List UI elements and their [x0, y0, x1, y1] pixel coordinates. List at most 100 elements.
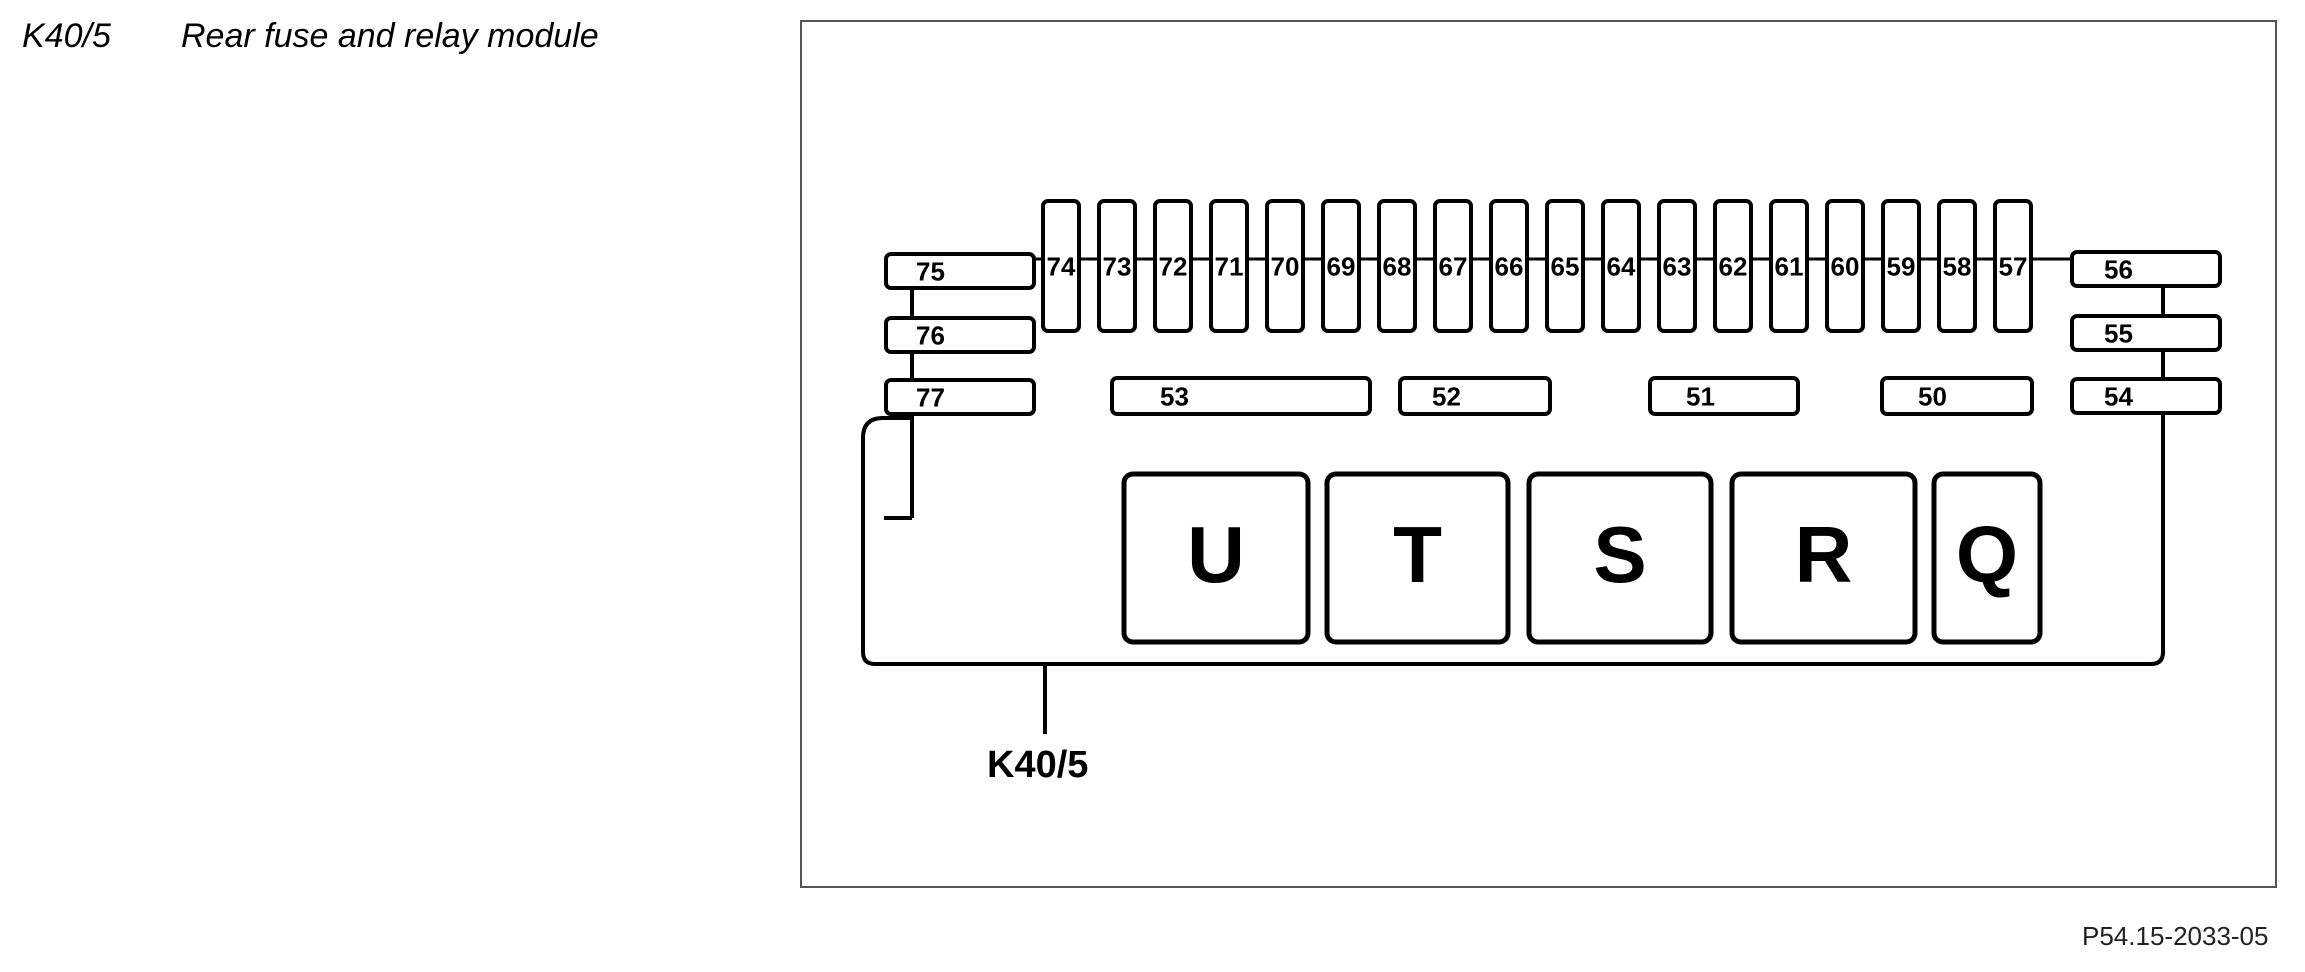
fuse-64: 64 — [1601, 199, 1641, 333]
fuse-60-outline — [1825, 199, 1865, 333]
fuse-63-outline — [1657, 199, 1697, 333]
fuse-56-outline — [2070, 250, 2222, 288]
fuse-73-label: 73 — [1103, 251, 1132, 281]
fuses-top-row: 74 73 72 71 70 69 68 67 66 65 64 63 62 61 60 59 58 57 — [1041, 199, 2033, 333]
fuses-right-column: 56 55 54 — [2070, 250, 2222, 527]
relay-U: U — [1121, 471, 1311, 645]
fuse-73-outline — [1097, 199, 1137, 333]
fuse-63: 63 — [1657, 199, 1697, 333]
fuse-59-outline — [1881, 199, 1921, 333]
fuse-58-label: 58 — [1943, 251, 1972, 281]
fuse-50: 50 — [1880, 376, 2034, 416]
relay-T: T — [1324, 471, 1511, 645]
fuse-72-outline — [1153, 199, 1193, 333]
fuse-56-label: 56 — [2104, 254, 2133, 284]
fuse-55-label: 55 — [2104, 318, 2133, 348]
relay-R-label: R — [1795, 510, 1853, 599]
fuse-70: 70 — [1265, 199, 1305, 333]
fuse-56: 56 — [2070, 250, 2222, 288]
fuse-76-label: 76 — [916, 320, 945, 350]
fuses-middle-row: 53 52 51 50 — [1110, 376, 2034, 416]
fuse-58-outline — [1937, 199, 1977, 333]
fuse-53: 53 — [1110, 376, 1372, 416]
fuse-75: 75 — [884, 252, 1036, 290]
fuse-61: 61 — [1769, 199, 1809, 333]
fuse-70-label: 70 — [1271, 251, 1300, 281]
fuse-77: 77 — [884, 378, 1036, 416]
fuse-65-label: 65 — [1551, 251, 1580, 281]
relay-U-label: U — [1187, 510, 1245, 599]
fuse-62-outline — [1713, 199, 1753, 333]
fuse-57-label: 57 — [1999, 251, 2028, 281]
fuse-75-outline — [884, 252, 1036, 290]
relay-U-outline — [1121, 471, 1311, 645]
fuse-52-outline — [1398, 376, 1552, 416]
fuse-71: 71 — [1209, 199, 1249, 333]
fuse-53-label: 53 — [1160, 381, 1189, 411]
fuse-67-outline — [1433, 199, 1473, 333]
fuse-69-label: 69 — [1327, 251, 1356, 281]
fuse-60: 60 — [1825, 199, 1865, 333]
fuse-65: 65 — [1545, 199, 1585, 333]
relay-Q: Q — [1931, 471, 2043, 645]
fuse-57: 57 — [1993, 199, 2033, 333]
caption-description: Rear fuse and relay module — [181, 17, 599, 55]
figure-reference: P54.15-2033-05 — [2082, 921, 2269, 951]
fuse-71-label: 71 — [1215, 251, 1244, 281]
component-label: K40/5 — [987, 744, 1088, 786]
relay-S-label: S — [1593, 510, 1646, 599]
fuse-63-label: 63 — [1663, 251, 1692, 281]
fuse-61-outline — [1769, 199, 1809, 333]
relay-Q-outline — [1931, 471, 2043, 645]
fuse-66: 66 — [1489, 199, 1529, 333]
caption-code: K40/5 — [22, 17, 111, 55]
module-housing-outline — [861, 416, 2165, 666]
fuse-72: 72 — [1153, 199, 1193, 333]
fuses-left-column: 75 76 77 — [884, 252, 1036, 520]
fuse-53-outline — [1110, 376, 1372, 416]
relay-T-label: T — [1393, 510, 1442, 599]
fuse-50-label: 50 — [1918, 381, 1947, 411]
fuse-64-outline — [1601, 199, 1641, 333]
fuse-71-outline — [1209, 199, 1249, 333]
relay-S: S — [1526, 471, 1714, 645]
fuse-66-label: 66 — [1495, 251, 1524, 281]
fuse-73: 73 — [1097, 199, 1137, 333]
fuse-65-outline — [1545, 199, 1585, 333]
fuse-54-outline — [2070, 377, 2222, 415]
fuse-74-outline — [1041, 199, 1081, 333]
fuse-57-outline — [1993, 199, 2033, 333]
fuse-66-outline — [1489, 199, 1529, 333]
fuse-76-outline — [884, 316, 1036, 354]
fuse-51-outline — [1648, 376, 1800, 416]
fuse-64-label: 64 — [1607, 251, 1636, 281]
fuse-54: 54 — [2070, 377, 2222, 415]
relay-Q-label: Q — [1956, 510, 2018, 599]
fuse-68-label: 68 — [1383, 251, 1412, 281]
fuse-59: 59 — [1881, 199, 1921, 333]
relay-R: R — [1729, 471, 1918, 645]
fuse-77-outline — [884, 378, 1036, 416]
fuse-61-label: 61 — [1775, 251, 1804, 281]
fuse-50-outline — [1880, 376, 2034, 416]
fuse-51: 51 — [1648, 376, 1800, 416]
fuse-62: 62 — [1713, 199, 1753, 333]
fuse-67: 67 — [1433, 199, 1473, 333]
fuse-68: 68 — [1377, 199, 1417, 333]
fuse-74: 74 — [1041, 199, 1081, 333]
fuse-69-outline — [1321, 199, 1361, 333]
fuse-58: 58 — [1937, 199, 1977, 333]
fuse-68-outline — [1377, 199, 1417, 333]
fuse-67-label: 67 — [1439, 251, 1468, 281]
fuse-60-label: 60 — [1831, 251, 1860, 281]
relay-S-outline — [1526, 471, 1714, 645]
fuse-62-label: 62 — [1719, 251, 1748, 281]
relay-R-outline — [1729, 471, 1918, 645]
fuse-72-label: 72 — [1159, 251, 1188, 281]
fuse-52: 52 — [1398, 376, 1552, 416]
fuse-52-label: 52 — [1432, 381, 1461, 411]
fuse-77-label: 77 — [916, 382, 945, 412]
